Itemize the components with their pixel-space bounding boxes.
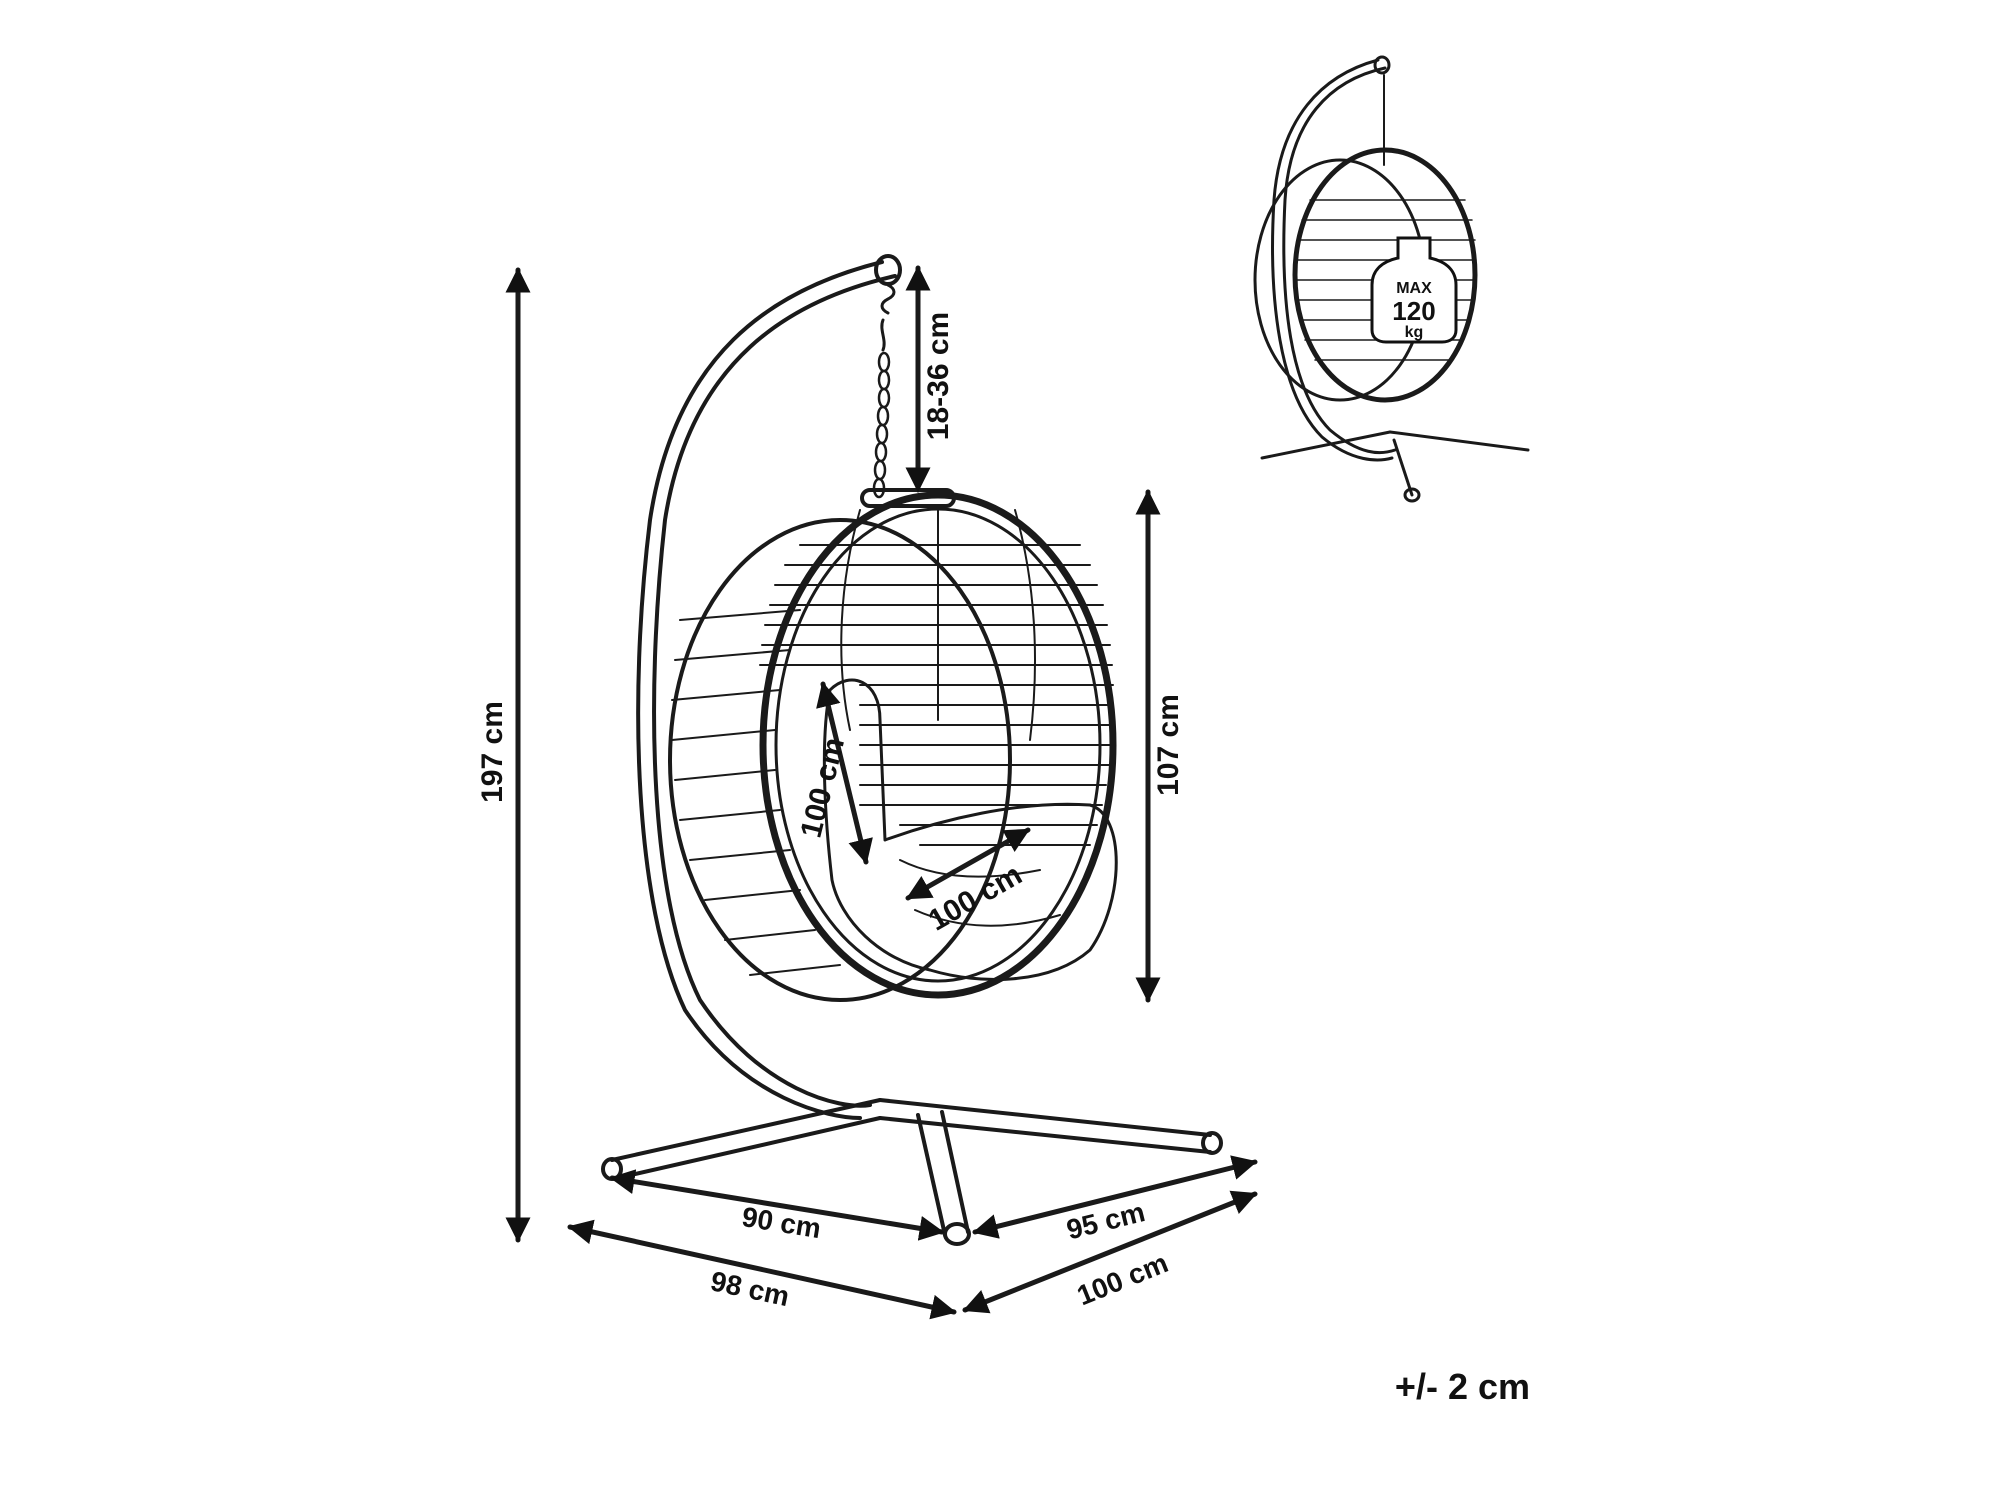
weight-value: 120 <box>1392 296 1435 326</box>
label-seat-back: 100 cm <box>794 734 851 841</box>
weight-max: MAX <box>1396 280 1432 297</box>
label-leg-left: 90 cm <box>740 1201 823 1244</box>
weight-unit: kg <box>1405 324 1424 341</box>
chain <box>872 283 896 499</box>
weave <box>759 504 1114 846</box>
hanging-egg-chair-drawing <box>601 254 1223 1246</box>
weight-icon: MAX 120 kg <box>1370 236 1458 344</box>
arrow-seat-depth <box>905 827 1031 901</box>
dimension-labels: 197 cm 18-36 cm 107 cm 100 cm 100 cm 90 … <box>476 312 1185 1312</box>
dimension-arrows <box>505 265 1258 1320</box>
arrow-base-right <box>962 1190 1258 1314</box>
tolerance-note: +/- 2 cm <box>1394 1366 1530 1407</box>
label-base-right: 100 cm <box>1073 1247 1173 1311</box>
label-chain: 18-36 cm <box>922 312 955 440</box>
label-basket-height: 107 cm <box>1152 694 1185 796</box>
arrow-seat-back <box>816 681 873 865</box>
label-leg-right: 95 cm <box>1063 1196 1148 1245</box>
label-total-height: 197 cm <box>476 701 509 803</box>
arrow-base-left <box>567 1219 957 1320</box>
